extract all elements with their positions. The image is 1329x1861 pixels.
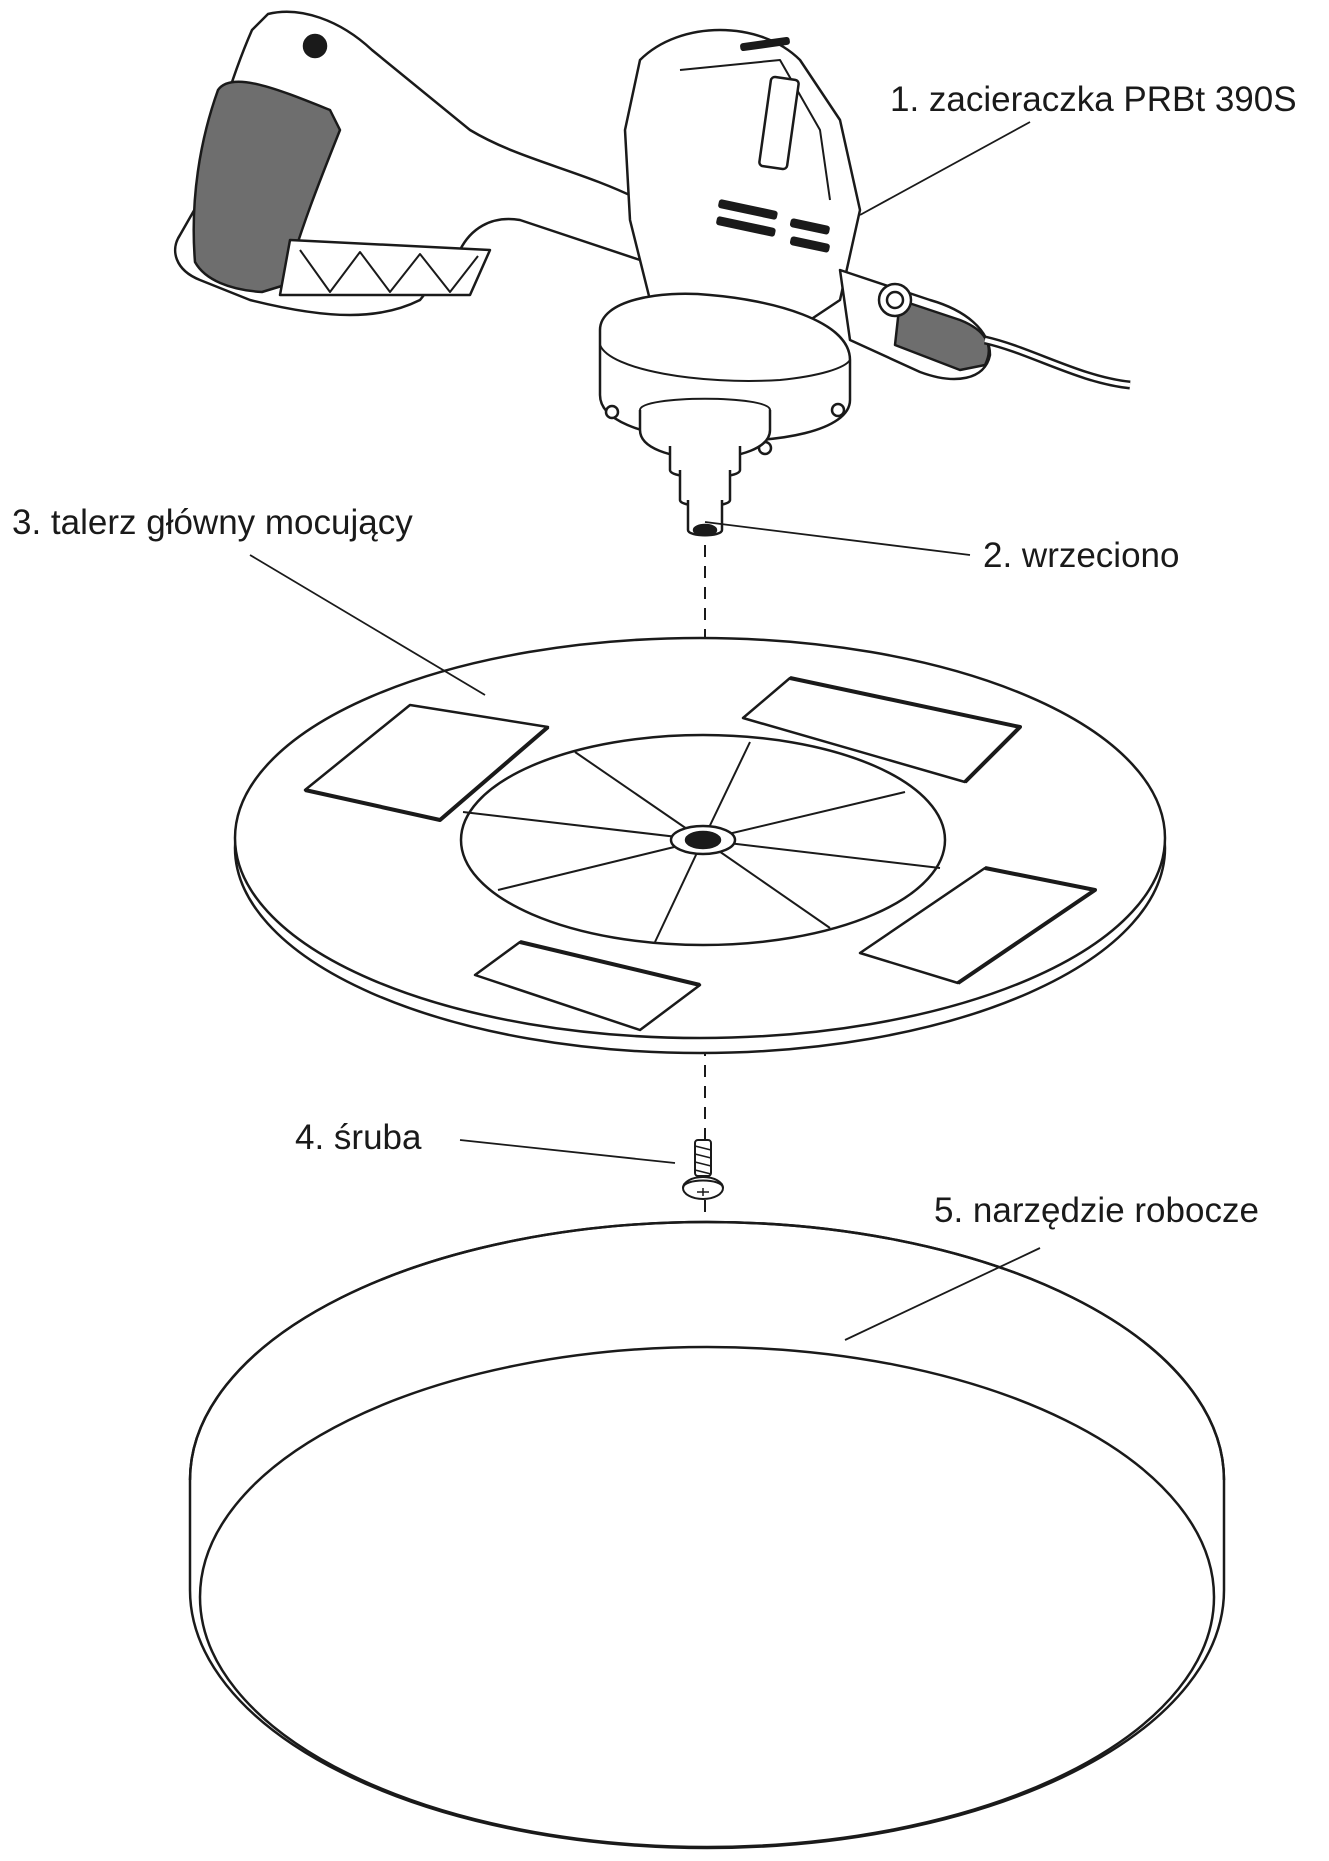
handle-lattice <box>278 238 492 297</box>
leader-spindle <box>704 521 971 556</box>
leader-mixer <box>859 121 1031 216</box>
label-work-tool: 5. narzędzie robocze <box>934 1191 1259 1230</box>
leader-screw <box>459 1139 676 1164</box>
label-spindle: 2. wrzeciono <box>983 536 1180 575</box>
screw <box>682 1139 724 1200</box>
tool-body <box>188 1220 1226 1850</box>
working-tool <box>188 1220 1226 1850</box>
leader-main-plate <box>249 554 486 696</box>
label-mixer: 1. zacieraczka PRBt 390S <box>890 80 1297 119</box>
label-main-plate: 3. talerz główny mocujący <box>12 503 413 542</box>
tool-bottom-edge <box>198 1345 1216 1849</box>
handle-hole <box>302 33 328 59</box>
motor-housing <box>623 28 862 342</box>
leader-lines <box>249 121 1041 1341</box>
plate-center-hole <box>684 830 722 850</box>
label-screw: 4. śruba <box>295 1118 422 1157</box>
plate-spokes <box>462 741 941 943</box>
trowel-machine <box>173 10 1131 537</box>
tool-top-edge <box>188 1220 1226 1481</box>
main-mounting-plate <box>233 636 1167 1055</box>
brand-plate <box>758 75 800 171</box>
leader-work-tool <box>844 1247 1041 1341</box>
vent-slots <box>716 36 830 253</box>
